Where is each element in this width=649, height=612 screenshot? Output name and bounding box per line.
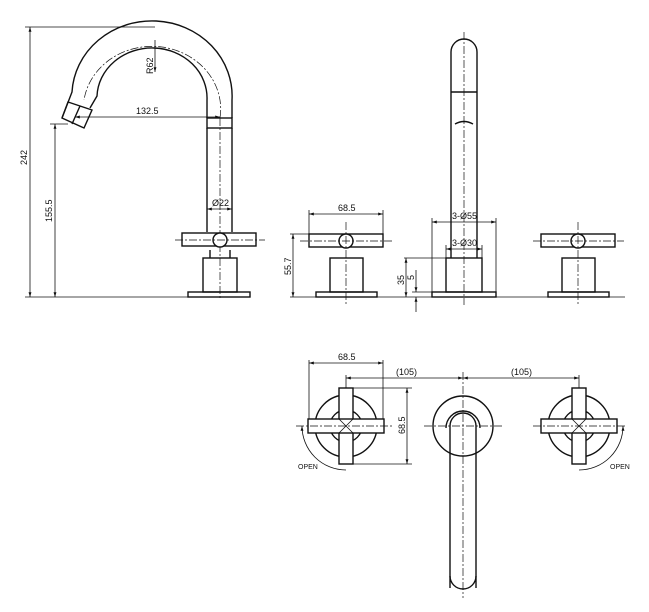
front-spout: [431, 32, 497, 305]
top-handle-left: OPEN: [296, 387, 394, 471]
open-label-right: OPEN: [610, 464, 630, 471]
dim-handle-height: 55.7: [283, 257, 293, 275]
open-label-left: OPEN: [298, 464, 318, 471]
dim-escutcheon-diameter: 3-Ø55: [452, 211, 477, 221]
dim-body-height: 35: [396, 275, 406, 285]
spout-inner: [89, 47, 208, 118]
top-view: OPEN OPEN 68.5 (105) (10: [296, 352, 630, 598]
dim-spout-diameter: Ø22: [212, 198, 229, 208]
dim-body-diameter: 3-Ø30: [452, 238, 477, 248]
top-handle-right: OPEN: [533, 387, 630, 471]
top-spout: [424, 372, 502, 598]
dim-spout-height: 155.5: [44, 199, 54, 222]
dim-spacing-right: (105): [511, 367, 532, 377]
front-view: 68.5 55.7 3-Ø55 3-Ø30 35 5: [283, 32, 625, 312]
dim-base-height: 5: [406, 275, 416, 280]
dim-top-handle-depth: 68.5: [397, 416, 407, 434]
spout-outer: [61, 20, 233, 119]
dim-bend-radius: R62: [145, 57, 155, 74]
dim-spout-reach: 132.5: [136, 106, 159, 116]
side-view: 242 155.5 132.5 R62 Ø22: [19, 20, 265, 300]
dim-top-handle-width: 68.5: [338, 352, 356, 362]
dim-spacing-left: (105): [396, 367, 417, 377]
dim-total-height: 242: [19, 150, 29, 165]
base-plate: [187, 291, 251, 298]
spout-band: [206, 117, 233, 129]
dim-handle-width: 68.5: [338, 203, 356, 213]
front-handle-left: [300, 222, 392, 305]
front-handle-right: [533, 222, 624, 305]
spout-nozzle: [61, 101, 93, 129]
